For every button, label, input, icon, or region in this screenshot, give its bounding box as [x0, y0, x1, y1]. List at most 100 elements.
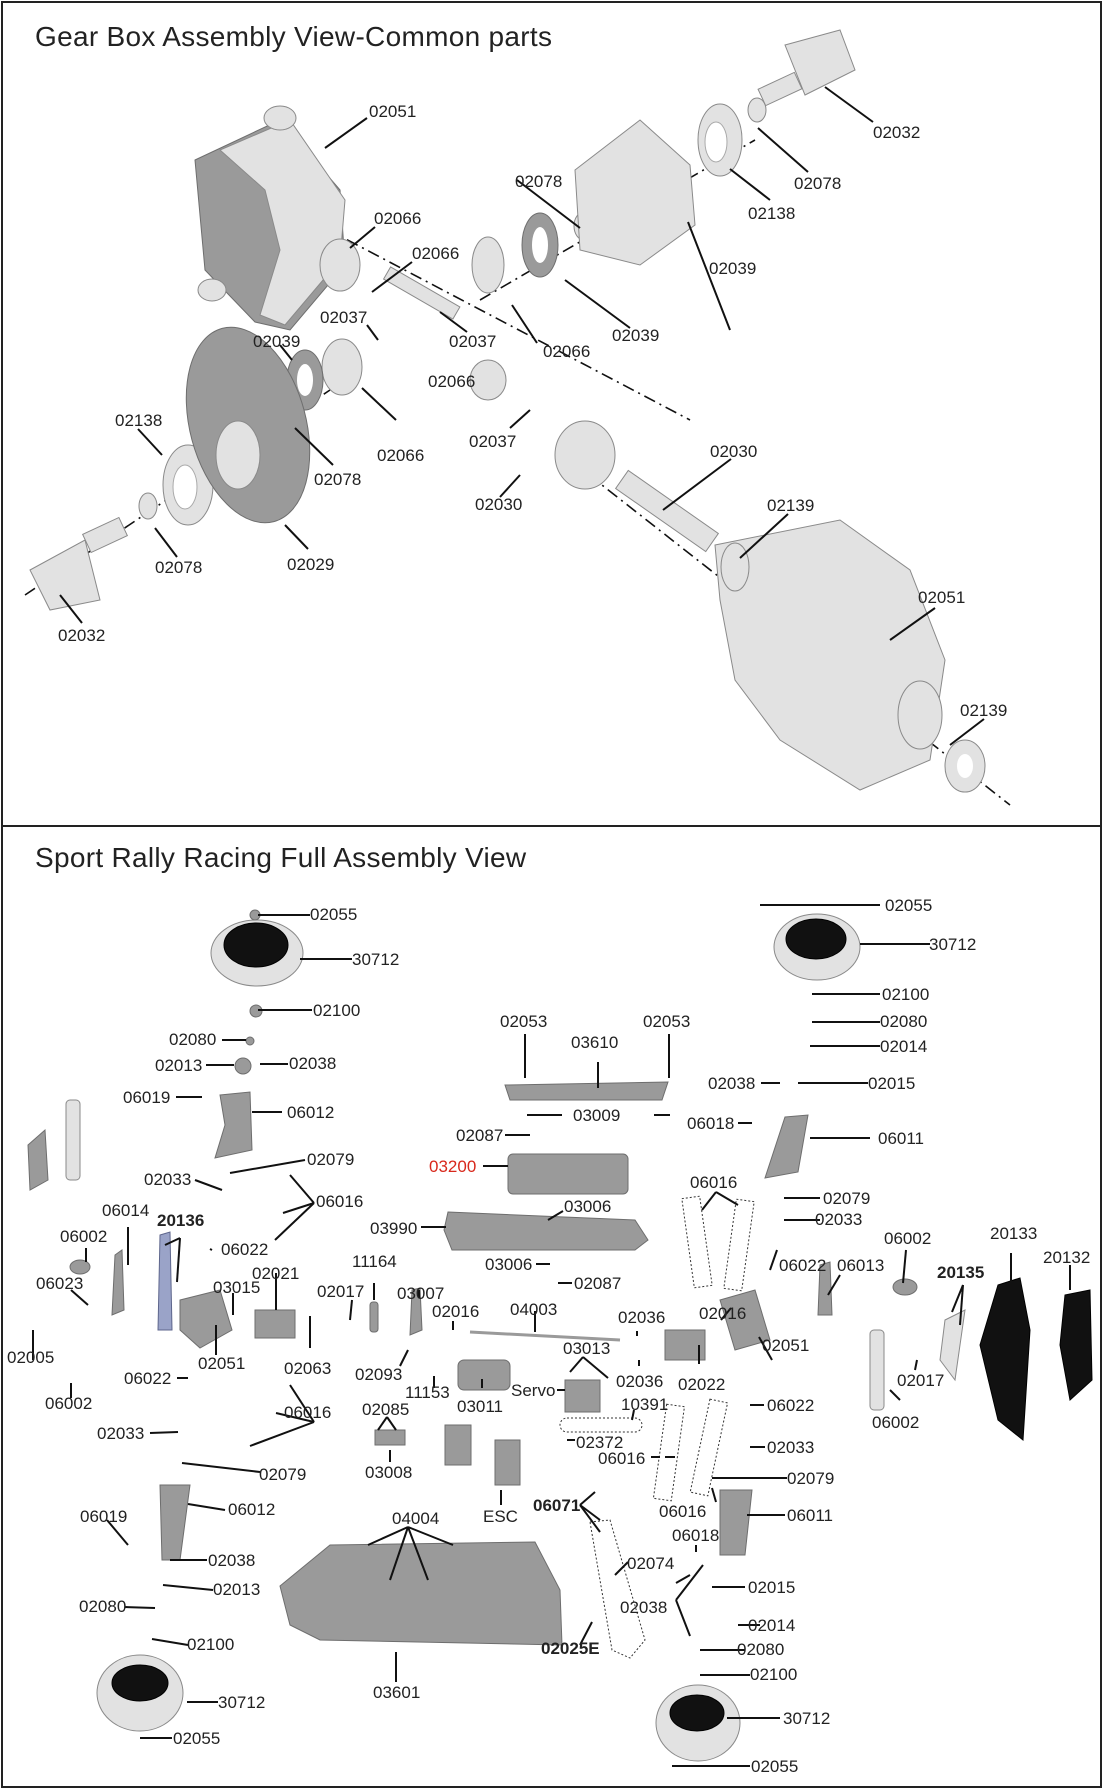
part-label: 06018	[672, 1526, 720, 1545]
part-label: 06002	[872, 1413, 920, 1432]
part-label: 04003	[510, 1300, 558, 1319]
part-label: 02037	[320, 308, 368, 327]
bevel-gear-02066-c	[321, 338, 363, 396]
shaft-02030	[614, 469, 720, 553]
part-label: 02029	[287, 555, 335, 574]
part-label: 02036	[616, 1372, 664, 1391]
part-label: 02038	[708, 1074, 756, 1093]
part-label: 06013	[837, 1256, 885, 1275]
bearing-02138-a	[697, 103, 743, 177]
part-label: 02016	[699, 1304, 747, 1323]
part-label: 02100	[313, 1001, 361, 1020]
part-label: ESC	[483, 1507, 518, 1526]
part-label: 02037	[449, 332, 497, 351]
part-label: 06002	[60, 1227, 108, 1246]
part-label: 20136	[157, 1211, 205, 1230]
diff-cup-02030	[554, 420, 616, 490]
part-label: 30712	[352, 950, 400, 969]
part-label: 02053	[500, 1012, 548, 1031]
outdrive-02032-a	[757, 29, 856, 107]
bevel-gear-02066-d	[469, 359, 507, 401]
part-label: 10391	[621, 1395, 669, 1414]
part-label: 02063	[284, 1359, 332, 1378]
diff-case-02039	[574, 119, 696, 266]
part-label: 02016	[432, 1302, 480, 1321]
washer-02078-d	[138, 492, 158, 520]
part-label: 02033	[815, 1210, 863, 1229]
part-label: 06018	[687, 1114, 735, 1133]
part-label: 02014	[748, 1616, 796, 1635]
part-label: 02372	[576, 1433, 624, 1452]
part-label: 02037	[469, 432, 517, 451]
part-label: 02017	[897, 1371, 945, 1390]
part-label: 02033	[144, 1170, 192, 1189]
part-label: 03008	[365, 1463, 413, 1482]
pin-02066	[382, 266, 461, 320]
part-label: 06014	[102, 1201, 150, 1220]
part-label: 03009	[573, 1106, 621, 1125]
part-label: 02138	[115, 411, 163, 430]
gearbox-housing-upper	[194, 105, 346, 331]
part-label: 02055	[885, 896, 933, 915]
part-label: 02051	[369, 102, 417, 121]
part-label: 02030	[710, 442, 758, 461]
part-label: 02080	[169, 1030, 217, 1049]
gearbox-title: Gear Box Assembly View-Common parts	[35, 21, 553, 52]
part-label: 06012	[287, 1103, 335, 1122]
part-label: 03990	[370, 1219, 418, 1238]
part-label: 02036	[618, 1308, 666, 1327]
gearbox-diagram	[24, 29, 1011, 806]
part-label: 02087	[456, 1126, 504, 1145]
bearing-02139-a	[720, 542, 750, 592]
part-label: 02013	[213, 1580, 261, 1599]
part-label: 02055	[751, 1757, 799, 1776]
part-label: 02080	[79, 1597, 127, 1616]
part-label: 06022	[124, 1369, 172, 1388]
part-label: 02055	[173, 1729, 221, 1748]
washer-02078-c	[747, 97, 767, 123]
part-label: 06019	[80, 1507, 128, 1526]
part-label: 02039	[253, 332, 301, 351]
part-label: 02079	[823, 1189, 871, 1208]
part-label: 02138	[748, 204, 796, 223]
ring-gear-02029	[185, 326, 311, 524]
part-label: 06016	[598, 1449, 646, 1468]
gearbox-panel: Gear Box Assembly View-Common parts	[1, 1, 1102, 827]
part-label: 02025E	[541, 1639, 600, 1658]
part-label: 02022	[678, 1375, 726, 1394]
part-label: 02078	[314, 470, 362, 489]
part-label: 02139	[767, 496, 815, 515]
outdrive-02032-b	[29, 516, 129, 611]
part-label: 02015	[868, 1074, 916, 1093]
part-label: 02051	[198, 1354, 246, 1373]
part-label: 30712	[783, 1709, 831, 1728]
part-label: 02039	[709, 259, 757, 278]
part-label: 02015	[748, 1578, 796, 1597]
part-label: 03610	[571, 1033, 619, 1052]
part-label: 06002	[884, 1229, 932, 1248]
bevel-gear-02066-a	[319, 238, 361, 292]
part-label: 02079	[787, 1469, 835, 1488]
part-label: 02085	[362, 1400, 410, 1419]
part-label: 02139	[960, 701, 1008, 720]
part-label: 02017	[317, 1282, 365, 1301]
part-label: 03015	[213, 1278, 261, 1297]
part-label: 02066	[377, 446, 425, 465]
part-label: 02093	[355, 1365, 403, 1384]
part-label: Servo	[511, 1381, 556, 1400]
part-label: 02055	[310, 905, 358, 924]
part-label: 06023	[36, 1274, 84, 1293]
part-label: 04004	[392, 1509, 440, 1528]
part-label: 02078	[155, 558, 203, 577]
assembly-title: Sport Rally Racing Full Assembly View	[35, 842, 527, 873]
part-label: 02038	[289, 1054, 337, 1073]
part-label: 02080	[880, 1012, 928, 1031]
part-label: 03006	[485, 1255, 533, 1274]
part-label: 03601	[373, 1683, 421, 1702]
part-label: 02005	[7, 1348, 55, 1367]
part-label: 02066	[428, 372, 476, 391]
part-label: 06019	[123, 1088, 171, 1107]
part-label: 02053	[643, 1012, 691, 1031]
part-label: 30712	[218, 1693, 266, 1712]
part-label: 06022	[221, 1240, 269, 1259]
